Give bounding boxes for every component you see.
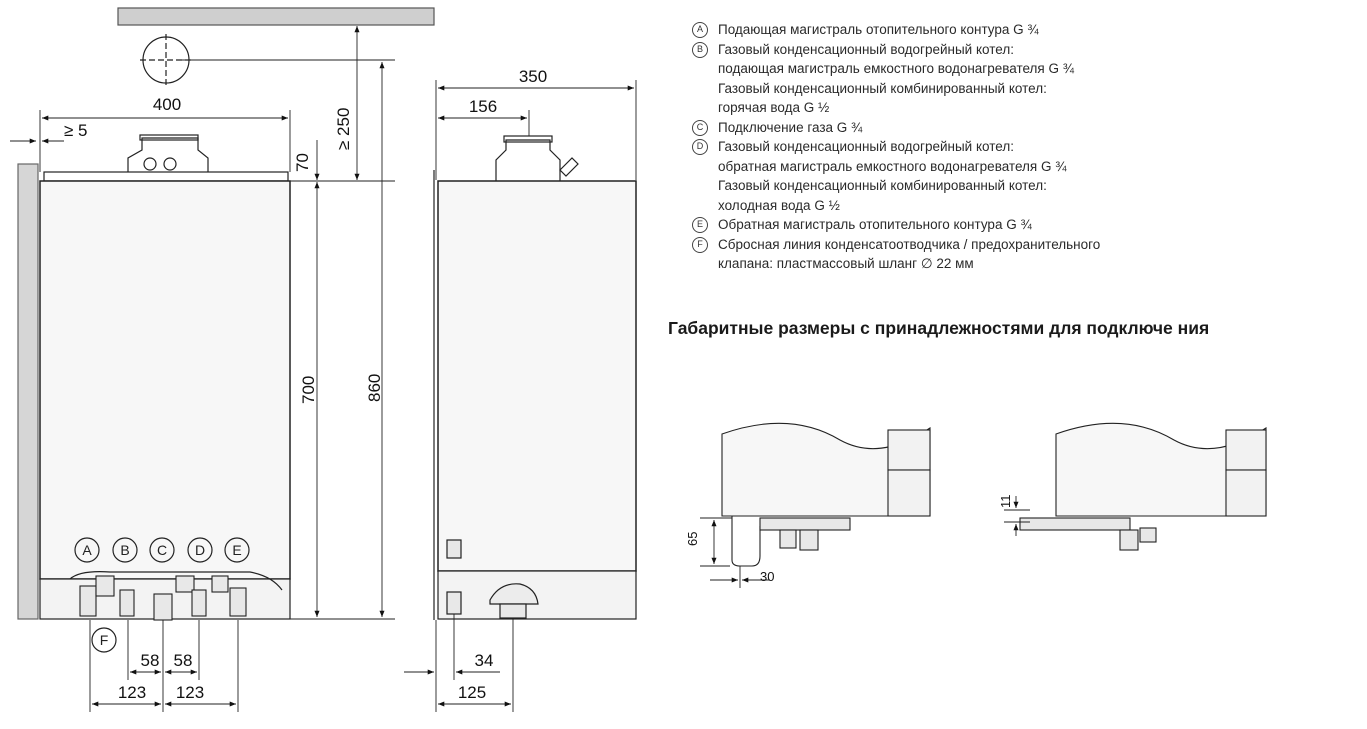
dim-acc-11: 11 (998, 495, 1013, 509)
legend-letter: A (692, 22, 708, 38)
legend-letter: E (692, 217, 708, 233)
side-body (437, 180, 637, 572)
dim-body-height: 700 (299, 376, 318, 404)
legend-line: Подключение газа G ¾ (718, 119, 863, 135)
legend-line: подающая магистраль емкостного водонагре… (718, 61, 1075, 76)
accessory-view-left (700, 422, 931, 588)
legend-line: холодная вода G ½ (718, 197, 840, 213)
dim-123-right: 123 (176, 683, 204, 702)
legend: A Подающая магистраль отопительного конту… (692, 20, 1332, 274)
section-title: Габаритные размеры с принадлежностями дл… (668, 318, 1210, 338)
ceiling-hatch (117, 7, 435, 26)
legend-line: Подающая магистраль отопительного контур… (718, 22, 1039, 37)
dim-58-left: 58 (141, 651, 160, 670)
dim-total-height: 860 (365, 374, 384, 402)
dim-side-depth: 350 (519, 67, 547, 86)
legend-letter: F (692, 236, 708, 253)
wall-hatch (17, 163, 39, 620)
boiler-body (39, 180, 291, 580)
legend-letter: C (692, 119, 708, 136)
dim-side-34: 34 (475, 651, 494, 670)
legend-line: горячая вода G ½ (718, 100, 830, 115)
dim-123-left: 123 (118, 683, 146, 702)
legend-letter: B (692, 41, 708, 58)
connection-fittings (79, 575, 247, 621)
legend-item-c: C Подключение газа G ¾ (692, 118, 1332, 138)
legend-line: клапана: пластмассовый шланг ∅ 22 мм (718, 256, 974, 271)
dim-front-offset: ≥ 5 (64, 121, 88, 140)
accessory-view-right (1004, 422, 1267, 551)
dim-acc-65: 65 (685, 532, 700, 546)
callout-c: C (157, 542, 167, 558)
front-view (10, 7, 435, 712)
callout-a: A (82, 542, 92, 558)
dim-front-width: 400 (153, 95, 181, 114)
legend-line: Газовый конденсационный комбинированный … (718, 80, 1047, 96)
callout-b: B (120, 542, 129, 558)
legend-item-a: A Подающая магистраль отопительного конту… (692, 20, 1332, 40)
dim-top-offset: 70 (293, 153, 312, 172)
legend-line: Обратная магистраль отопительного контур… (718, 217, 1032, 232)
callout-f: F (100, 632, 109, 648)
dim-side-125: 125 (458, 683, 486, 702)
dim-58-right: 58 (174, 651, 193, 670)
legend-line: Газовый конденсационный водогрейный коте… (718, 139, 1014, 154)
legend-item-f: F Сбросная линия конденсатоотводчика / пр… (692, 235, 1332, 274)
legend-letter: D (692, 139, 708, 155)
legend-line: Сбросная линия конденсатоотводчика / пре… (718, 236, 1101, 252)
legend-item-b: B Газовый конденсационный водогрейный кот… (692, 40, 1332, 118)
legend-item-d: D Газовый конденсационный водогрейный кот… (692, 137, 1332, 215)
dim-acc-30: 30 (760, 569, 774, 584)
legend-line: обратная магистраль емкостного водонагре… (718, 158, 1067, 174)
dim-side-flue: 156 (469, 97, 497, 116)
side-view (404, 80, 637, 712)
dim-top-clearance: ≥ 250 (334, 108, 353, 150)
legend-item-e: E Обратная магистраль отопительного конту… (692, 215, 1332, 235)
legend-line: Газовый конденсационный комбинированный … (718, 178, 1047, 193)
legend-line: Газовый конденсационный водогрейный коте… (718, 41, 1014, 57)
callout-e: E (232, 542, 241, 558)
callout-d: D (195, 542, 205, 558)
